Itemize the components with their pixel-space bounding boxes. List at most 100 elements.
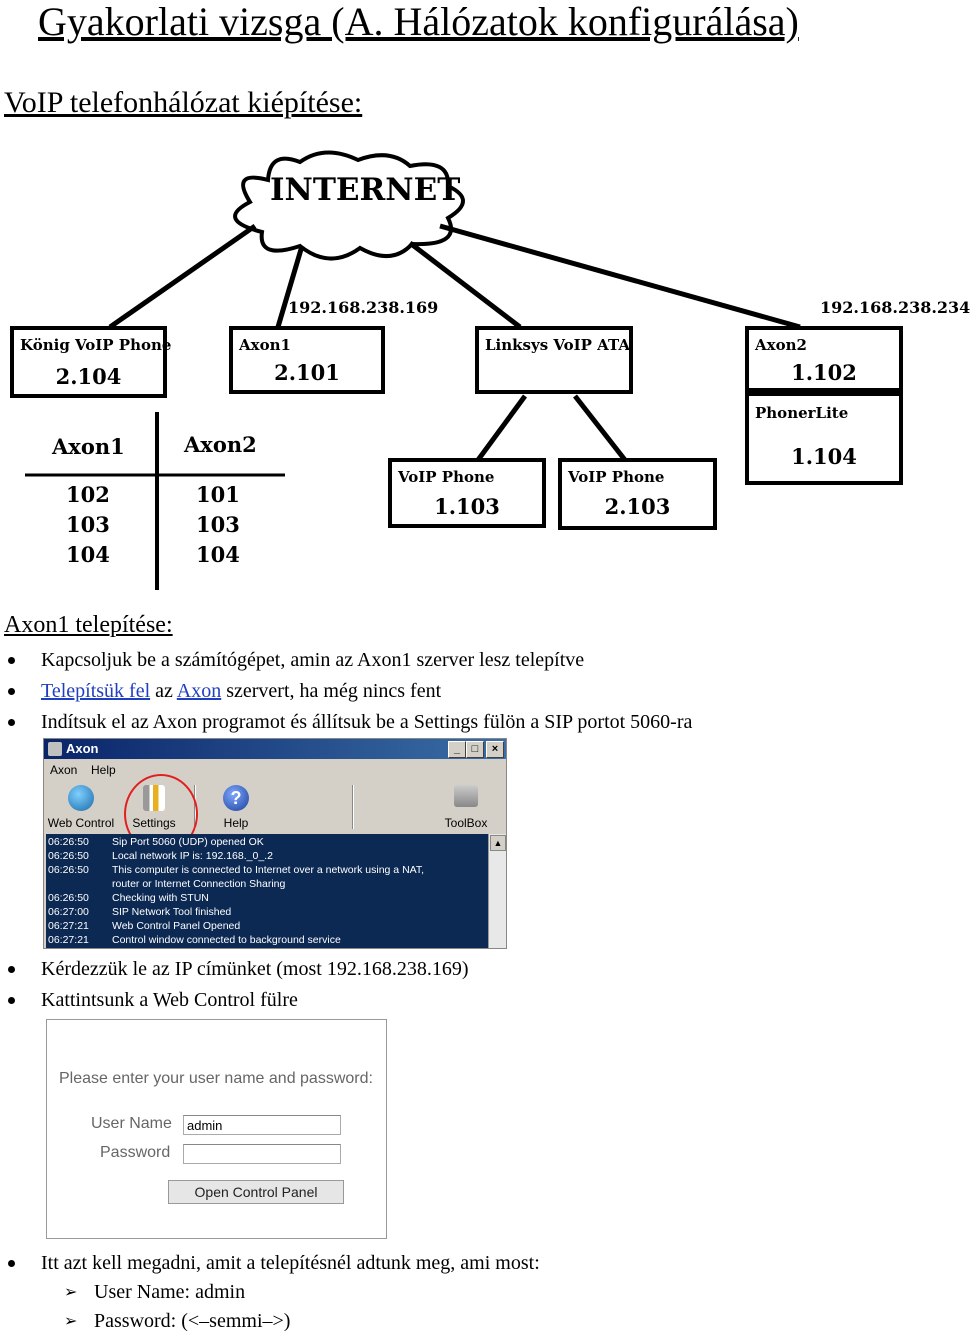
close-icon[interactable]: × — [486, 741, 504, 758]
table-cell: 104 — [66, 542, 110, 567]
menu-axon[interactable]: Axon — [50, 763, 78, 777]
axon1-ip-label: 192.168.238.169 — [288, 298, 439, 317]
bullet-text: Telepítsük fel az Axon szervert, ha még … — [41, 679, 441, 703]
toolbox-icon — [454, 785, 478, 807]
log-message: Checking with STUN — [112, 892, 209, 904]
log-message: Local network IP is: 192.168._0_.2 — [112, 850, 273, 862]
konig-voip-phone-box: König VoIP Phone 2.104 — [10, 326, 171, 398]
log-time: 06:26:50 — [48, 892, 89, 904]
sub-item-text: Password: (<–semmi–>) — [94, 1310, 291, 1332]
log-panel: 06:26:50 Sip Port 5060 (UDP) opened OK 06… — [46, 834, 488, 948]
section-heading-voip: VoIP telefonhálózat kiépítése: — [4, 86, 363, 119]
toolbar: Web Control Settings ? Help ToolBox — [44, 781, 506, 833]
bullet-dot — [8, 688, 15, 695]
log-message: SIP Network Tool finished — [112, 906, 232, 918]
box-number: 1.103 — [434, 494, 500, 519]
bullet-text-mid: az — [150, 680, 177, 702]
box-number: 1.102 — [791, 360, 857, 385]
window-title: Axon — [66, 741, 99, 756]
log-time: 06:27:21 — [48, 934, 89, 946]
voip-phone-1-box: VoIP Phone 1.103 — [388, 458, 546, 528]
log-time: 06:27:00 — [48, 906, 89, 918]
maximize-icon[interactable]: □ — [466, 741, 484, 758]
log-time: 06:27:21 — [48, 920, 89, 932]
login-panel-screenshot: Please enter your user name and password… — [46, 1019, 387, 1239]
axon2-ip-label: 192.168.238.234 — [820, 298, 970, 317]
globe-icon — [68, 785, 94, 811]
bullet-text: Itt azt kell megadni, amit a telepítésné… — [41, 1252, 540, 1274]
table-cell: 103 — [66, 512, 110, 537]
section-heading-axon1: Axon1 telepítése: — [4, 612, 173, 638]
box-label: Axon2 — [755, 336, 807, 354]
log-message: Control window connected to background s… — [112, 934, 341, 946]
toolbox-button[interactable]: ToolBox — [426, 781, 506, 833]
log-message: This computer is connected to Internet o… — [112, 864, 425, 876]
document-title: Gyakorlati vizsga (A. Hálózatok konfigur… — [38, 0, 799, 44]
log-time: 06:26:50 — [48, 850, 89, 862]
scroll-up-icon[interactable]: ▲ — [490, 835, 506, 851]
bullet-dot — [8, 966, 15, 973]
log-message: Web Control Panel Opened — [112, 920, 241, 932]
bullet-text: Kattintsunk a Web Control fülre — [41, 989, 298, 1011]
diagram-lines — [25, 150, 801, 590]
table-header-axon2: Axon2 — [184, 432, 257, 457]
box-number: 1.104 — [791, 444, 857, 469]
help-button[interactable]: ? Help — [196, 781, 276, 833]
sub-item-text: User Name: admin — [94, 1281, 246, 1303]
arrow-bullet-icon: ➢ — [64, 1282, 78, 1301]
axon-link[interactable]: Axon — [176, 680, 222, 702]
table-cell: 102 — [66, 482, 110, 507]
linksys-voip-ata-box: Linksys VoIP ATA — [475, 326, 633, 394]
log-message: router or Internet Connection Sharing — [112, 878, 286, 890]
bullet-text-end: szervert, ha még nincs fent — [221, 680, 442, 702]
axon2-box: Axon2 1.102 — [745, 326, 903, 392]
open-control-panel-button[interactable]: Open Control Panel — [168, 1180, 344, 1204]
username-label: User Name — [91, 1115, 172, 1132]
box-label: König VoIP Phone — [20, 336, 172, 354]
window-titlebar: Axon _ □ × — [44, 739, 506, 759]
table-axon1-values: 102 103 104 — [66, 480, 110, 570]
log-time: 06:26:50 — [48, 864, 89, 876]
voip-phone-2-box: VoIP Phone 2.103 — [558, 458, 717, 530]
table-cell: 101 — [196, 482, 240, 507]
web-control-button[interactable]: Web Control — [41, 781, 121, 833]
table-axon2-values: 101 103 104 — [196, 480, 240, 570]
table-cell: 104 — [196, 542, 240, 567]
box-number: 2.104 — [55, 364, 122, 389]
log-message: Sip Port 5060 (UDP) opened OK — [112, 836, 264, 848]
box-label: Linksys VoIP ATA — [485, 336, 630, 354]
button-label: Help — [223, 816, 249, 830]
menubar: Axon Help — [44, 759, 506, 781]
bullet-text: Indítsuk el az Axon programot és állítsu… — [41, 711, 693, 733]
bullet-dot — [8, 1260, 15, 1267]
log-time: 06:26:50 — [48, 836, 89, 848]
help-icon: ? — [223, 785, 249, 811]
network-diagram: INTERNET 192.168.238.169 192.168.238.234… — [0, 140, 970, 600]
login-prompt: Please enter your user name and password… — [59, 1070, 373, 1087]
box-label: VoIP Phone — [568, 468, 665, 486]
button-label: ToolBox — [444, 816, 488, 830]
username-input[interactable] — [183, 1115, 341, 1135]
password-input[interactable] — [183, 1144, 341, 1164]
button-label: Web Control — [47, 816, 115, 830]
toolbar-separator — [352, 785, 354, 829]
bullet-dot — [8, 997, 15, 1004]
bullet-text: Kapcsoljuk be a számítógépet, amin az Ax… — [41, 649, 585, 671]
app-icon — [48, 742, 62, 756]
box-label: Axon1 — [239, 336, 291, 354]
axon-window-screenshot: Axon _ □ × Axon Help Web Control Setting… — [43, 738, 507, 949]
bullet-dot — [8, 657, 15, 664]
minimize-icon[interactable]: _ — [448, 741, 466, 758]
phonerlite-box: PhonerLite 1.104 — [745, 392, 903, 485]
log-scrollbar[interactable]: ▲ — [488, 834, 506, 948]
axon1-box: Axon1 2.101 — [229, 326, 385, 394]
internet-label: INTERNET — [270, 172, 461, 208]
box-number: 2.101 — [274, 360, 340, 385]
box-label: VoIP Phone — [398, 468, 495, 486]
menu-help[interactable]: Help — [91, 763, 116, 777]
table-cell: 103 — [196, 512, 240, 537]
arrow-bullet-icon: ➢ — [64, 1311, 78, 1330]
box-number: 2.103 — [604, 494, 671, 519]
bullet-dot — [8, 719, 15, 726]
install-link[interactable]: Telepítsük fel — [41, 680, 151, 702]
